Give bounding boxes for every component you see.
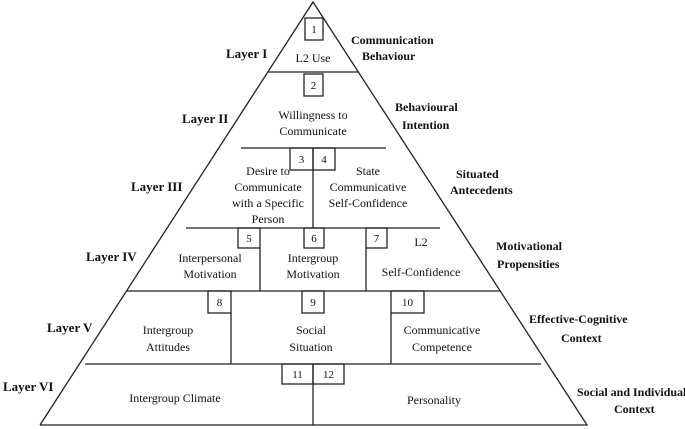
category-4-line-1: Motivational (496, 239, 563, 253)
box-8-line-2: Attitudes (146, 340, 190, 354)
category-1-line-2: Behaviour (362, 49, 416, 63)
num-1: 1 (311, 24, 317, 36)
layer-label-4: Layer IV (86, 249, 137, 264)
layer-label-3: Layer III (131, 179, 182, 194)
category-2-line-2: Intention (402, 118, 450, 132)
num-box-10 (390, 290, 425, 314)
box-8-line-1: Intergroup (143, 323, 193, 337)
num-box-6 (303, 227, 325, 249)
category-labels: Communication Behaviour Behavioural Inte… (351, 33, 685, 416)
layer-label-6: Layer VI (3, 379, 53, 394)
category-6-line-1: Social and Individual (577, 385, 685, 399)
box-3-line-2: Communicate (234, 180, 301, 194)
box-4-line-2: Communicative (330, 180, 407, 194)
category-5-line-1: Effective-Cognitive (529, 312, 628, 326)
layer-label-1: Layer I (226, 46, 267, 61)
num-box-2 (303, 73, 324, 97)
num-12: 12 (323, 369, 334, 381)
num-box-5 (237, 227, 261, 249)
layer-label-5: Layer V (47, 320, 93, 335)
category-3-line-1: Situated (456, 167, 499, 181)
num-2: 2 (311, 80, 317, 92)
box-11-line-1: Intergroup Climate (129, 391, 220, 405)
box-6-line-2: Motivation (286, 267, 339, 281)
box-5-line-1: Interpersonal (178, 251, 242, 265)
box-4-line-1: State (356, 164, 380, 178)
layer-labels: Layer I Layer II Layer III Layer IV Laye… (3, 46, 267, 394)
category-2-line-1: Behavioural (395, 100, 458, 114)
box-3-line-4: Person (252, 212, 285, 226)
box-5-line-2: Motivation (183, 267, 236, 281)
box-9-line-1: Social (296, 323, 327, 337)
box-4-line-3: Self-Confidence (329, 196, 408, 210)
box-7-line-1: L2 (414, 235, 427, 249)
num-box-7 (365, 227, 388, 249)
box-2-line-1: Willingness to (278, 108, 347, 122)
num-8: 8 (217, 297, 223, 309)
box-1-line-1: L2 Use (296, 51, 331, 65)
box-labels: L2 Use Willingness to Communicate Desire… (129, 51, 480, 407)
category-4-line-2: Propensities (497, 257, 560, 271)
box-7-line-2: Self-Confidence (382, 265, 461, 279)
box-9-line-2: Situation (289, 340, 332, 354)
pyramid-outline (39, 0, 589, 426)
num-box-1 (304, 17, 324, 41)
num-9: 9 (310, 297, 316, 309)
box-numbers: 1 2 3 4 5 6 7 8 9 10 11 12 (217, 24, 414, 381)
num-6: 6 (311, 233, 317, 245)
num-box-4 (312, 147, 336, 171)
number-boxes (207, 17, 425, 385)
num-5: 5 (246, 233, 252, 245)
box-6-line-1: Intergroup (288, 251, 338, 265)
category-3-line-2: Antecedents (450, 183, 513, 197)
category-1-line-1: Communication (351, 33, 434, 47)
box-2-line-2: Communicate (279, 124, 346, 138)
num-7: 7 (374, 233, 380, 245)
num-box-9 (301, 290, 325, 314)
box-12-line-1: Personality (407, 393, 461, 407)
num-4: 4 (321, 154, 327, 166)
num-box-12 (312, 363, 345, 385)
box-10-line-1: Communicative (404, 323, 481, 337)
box-3-line-1: Desire to (246, 164, 290, 178)
category-5-line-2: Context (561, 331, 602, 345)
num-3: 3 (299, 154, 305, 166)
box-10-line-2: Competence (412, 340, 472, 354)
category-6-line-2: Context (614, 402, 655, 416)
num-10: 10 (402, 297, 414, 309)
num-11: 11 (292, 369, 303, 381)
num-box-8 (207, 290, 232, 314)
layer-label-2: Layer II (182, 111, 228, 126)
box-3-line-3: with a Specific (232, 196, 304, 210)
